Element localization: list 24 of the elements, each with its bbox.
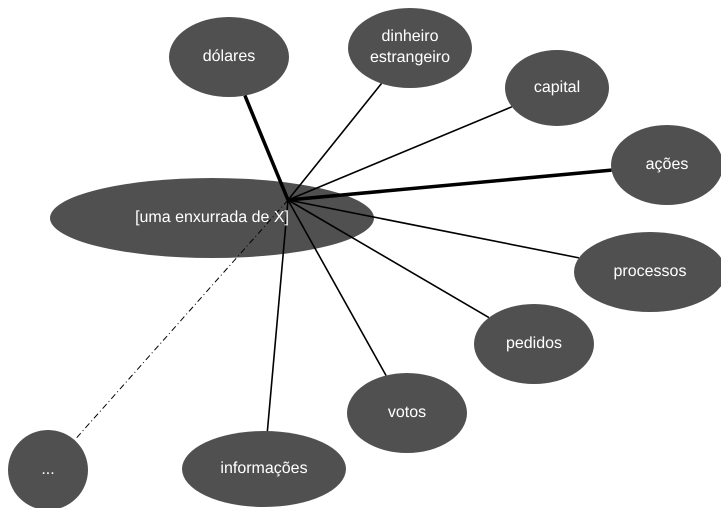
ellipse-node (348, 8, 472, 88)
ellipse-node (169, 17, 289, 97)
node-label: pedidos (506, 334, 562, 354)
connector-line (266, 200, 289, 432)
connector-line (74, 200, 288, 441)
node-label: ... (41, 460, 55, 480)
node-label: votos (388, 402, 426, 423)
ellipse-node (505, 50, 609, 126)
ellipse-node (347, 373, 467, 453)
ellipse-node (474, 304, 594, 384)
node-label: dólares (202, 46, 256, 67)
node-label: dinheiro estrangeiro (368, 27, 452, 68)
node-label: informações (220, 458, 308, 479)
ellipse-node (50, 178, 374, 258)
connector-line (287, 200, 387, 376)
node-label: capital (534, 78, 580, 98)
node-label: ações (646, 154, 688, 175)
node-label: processos (614, 262, 686, 282)
connector-line (287, 83, 382, 200)
node-label: [uma enxurrada de X] (135, 208, 289, 228)
ellipse-node (182, 431, 346, 507)
connector-line (243, 94, 290, 201)
connector-line (288, 168, 612, 202)
connector-line (288, 199, 490, 318)
